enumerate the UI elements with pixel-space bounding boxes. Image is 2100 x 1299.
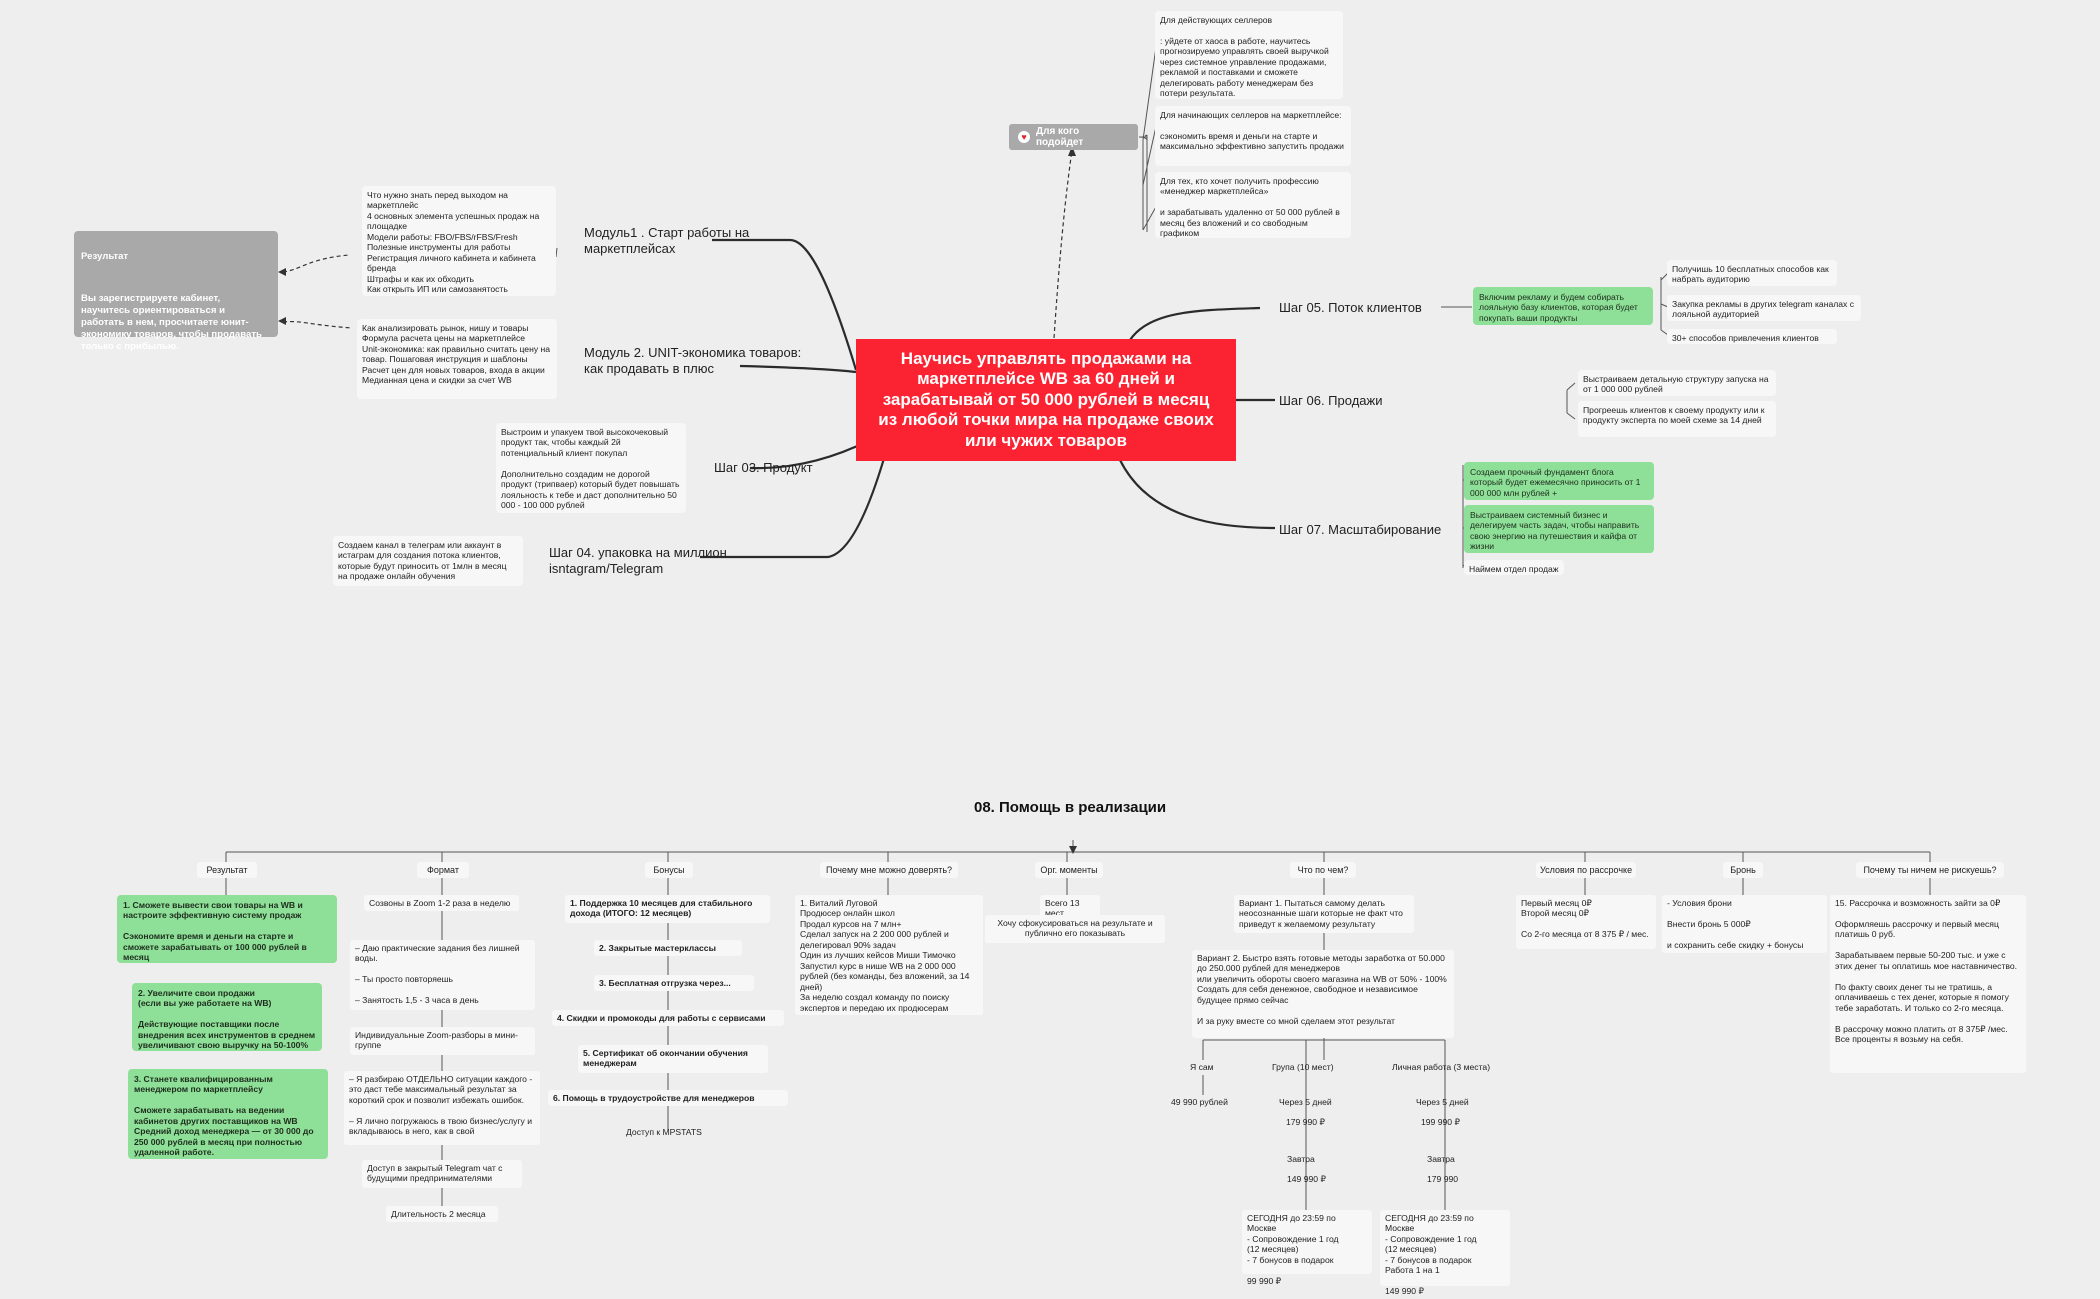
tier-group-r3[interactable]: Завтра <box>1287 1154 1315 1164</box>
step-05-label[interactable]: Шаг 05. Поток клиентов <box>1279 300 1422 315</box>
module-1-label[interactable]: Модуль1 . Старт работы на маркетплейсах <box>584 225 750 257</box>
header-bonuses[interactable]: Бонусы <box>645 862 693 878</box>
norisk-text[interactable]: 15. Рассрочка и возможность зайти за 0₽ … <box>1830 895 2026 1073</box>
header-format[interactable]: Формат <box>417 862 469 878</box>
header-norisk[interactable]: Почему ты ничем не рискуешь? <box>1856 862 2004 878</box>
step-07-green-2[interactable]: Выстраиваем системный бизнес и делегируе… <box>1464 505 1654 553</box>
header-result[interactable]: Результат <box>197 862 257 878</box>
bonus-item-3[interactable]: 3. Бесплатная отгрузка через... <box>594 975 754 992</box>
result-title: Результат <box>81 250 129 262</box>
section-08-title[interactable]: 08. Помощь в реализации <box>974 799 1167 816</box>
bonus-item-2[interactable]: 2. Закрытые мастерклассы <box>594 940 742 957</box>
bonus-item-6[interactable]: 6. Помощь в трудоустройстве для менеджер… <box>548 1090 788 1107</box>
format-item-5[interactable]: Доступ в закрытый Telegram чат с будущим… <box>362 1160 522 1188</box>
header-org[interactable]: Орг. моменты <box>1035 862 1103 878</box>
audience-item-3[interactable]: Для тех, кто хочет получить профессию «м… <box>1155 172 1351 238</box>
audience-label: Для кого подойдет <box>1035 126 1084 148</box>
trust-text[interactable]: 1. Виталий Луговой Продюсер онлайн школ … <box>795 895 983 1015</box>
step-04-label[interactable]: Шаг 04. упаковка на миллион isntagram/Te… <box>549 545 727 577</box>
step-03-note[interactable]: Выстроим и упакуем твой высокочековый пр… <box>496 423 686 513</box>
header-installment[interactable]: Условия по рассрочке <box>1536 862 1636 878</box>
tier-group-r5[interactable]: СЕГОДНЯ до 23:59 по Москве - Сопровожден… <box>1242 1210 1372 1286</box>
audience-item-2[interactable]: Для начинающих селлеров на маркетплейсе:… <box>1155 106 1351 166</box>
bonus-item-1[interactable]: 1. Поддержка 10 месяцев для стабильного … <box>565 895 770 923</box>
booking-text[interactable]: - Условия брони Внести бронь 5 000₽ и со… <box>1662 895 1827 953</box>
tier-group-r2[interactable]: 179 990 ₽ <box>1286 1117 1325 1127</box>
tier-personal-r4[interactable]: 179 990 <box>1427 1174 1459 1184</box>
tier-group-r1[interactable]: Через 5 дней <box>1279 1097 1332 1107</box>
module-2-note[interactable]: Как анализировать рынок, нишу и товары Ф… <box>357 319 557 399</box>
tier-personal-r1[interactable]: Через 5 дней <box>1416 1097 1469 1107</box>
step-03-label[interactable]: Шаг 03. Продукт <box>714 460 813 475</box>
step-07-note[interactable]: Наймем отдел продаж <box>1464 560 1564 575</box>
tier-self-price[interactable]: 49 990 рублей <box>1171 1097 1228 1107</box>
bonus-item-4[interactable]: 4. Скидки и промокоды для работы с серви… <box>552 1010 784 1027</box>
step-06-label[interactable]: Шаг 06. Продажи <box>1279 393 1383 408</box>
step-06-note-2[interactable]: Прогреешь клиентов к своему продукту или… <box>1578 401 1776 437</box>
result-node[interactable]: Результат Вы зарегистрируете кабинет, на… <box>74 231 278 352</box>
header-booking[interactable]: Бронь <box>1723 862 1763 878</box>
header-price[interactable]: Что по чем? <box>1290 862 1356 878</box>
installment-text[interactable]: Первый месяц 0₽ Второй месяц 0₽ Со 2-го … <box>1516 895 1656 949</box>
tier-group-name[interactable]: Група (10 мест) <box>1272 1062 1334 1072</box>
audience-node[interactable]: ♥ Для кого подойдет <box>1009 124 1138 150</box>
step-07-label[interactable]: Шаг 07. Масштабирование <box>1279 522 1442 537</box>
format-item-1[interactable]: Созвоны в Zoom 1-2 раза в неделю <box>364 895 519 912</box>
step-05-note-2[interactable]: Закупка рекламы в других telegram канала… <box>1667 295 1861 321</box>
result-item-3[interactable]: 3. Станете квалифицированным менеджером … <box>128 1069 328 1159</box>
central-topic[interactable]: Научись управлять продажами на маркетпле… <box>856 339 1236 461</box>
step-06-note-1[interactable]: Выстраиваем детальную структуру запуска … <box>1578 370 1776 396</box>
price-variant-2[interactable]: Вариант 2. Быстро взять готовые методы з… <box>1192 950 1454 1038</box>
tier-personal-name[interactable]: Личная работа (3 места) <box>1392 1062 1491 1072</box>
format-item-6[interactable]: Длительность 2 месяца <box>386 1206 498 1223</box>
step-05-note-1[interactable]: Получишь 10 бесплатных способов как набр… <box>1667 260 1837 286</box>
format-item-3[interactable]: Индивидуальные Zoom-разборы в мини-групп… <box>350 1027 535 1055</box>
org-item-2[interactable]: Хочу сфокусироваться на результате и пуб… <box>985 915 1165 943</box>
result-item-1[interactable]: 1. Сможете вывести свои товары на WB и н… <box>117 895 337 963</box>
tier-personal-r2[interactable]: 199 990 ₽ <box>1421 1117 1460 1127</box>
step-05-green[interactable]: Включим рекламу и будем собирать лояльну… <box>1473 287 1653 325</box>
tier-personal-r3[interactable]: Завтра <box>1427 1154 1455 1164</box>
bonus-item-7[interactable]: Доступ к MPSTATS <box>626 1127 702 1137</box>
tier-self-name[interactable]: Я сам <box>1190 1062 1214 1072</box>
tier-personal-r5[interactable]: СЕГОДНЯ до 23:59 по Москве - Сопровожден… <box>1380 1210 1510 1296</box>
price-variant-1[interactable]: Вариант 1. Пытаться самому делать неосоз… <box>1234 895 1414 933</box>
header-trust[interactable]: Почему мне можно доверять? <box>820 862 958 878</box>
format-item-2[interactable]: – Даю практические задания без лишней во… <box>350 940 535 1010</box>
step-07-green-1[interactable]: Создаем прочный фундамент блога который … <box>1464 462 1654 500</box>
step-04-note[interactable]: Создаем канал в телеграм или аккаунт в и… <box>333 536 523 586</box>
step-05-note-3[interactable]: 30+ способов привлечения клиентов <box>1667 329 1837 344</box>
tier-group-r4[interactable]: 149 990 ₽ <box>1287 1174 1326 1184</box>
heart-icon: ♥ <box>1018 131 1030 143</box>
module-2-label[interactable]: Модуль 2. UNIT-экономика товаров: как пр… <box>584 345 802 377</box>
format-item-4[interactable]: – Я разбираю ОТДЕЛЬНО ситуации каждого -… <box>344 1071 540 1145</box>
audience-item-1[interactable]: Для действующих селлеров : уйдете от хао… <box>1155 11 1343 99</box>
bonus-item-5[interactable]: 5. Сертификат об окончании обучения мене… <box>578 1045 768 1073</box>
result-item-2[interactable]: 2. Увеличите свои продажи (если вы уже р… <box>132 983 322 1051</box>
result-text: Вы зарегистрируете кабинет, научитесь ор… <box>81 292 262 352</box>
module-1-note[interactable]: Что нужно знать перед выходом на маркетп… <box>362 186 556 296</box>
